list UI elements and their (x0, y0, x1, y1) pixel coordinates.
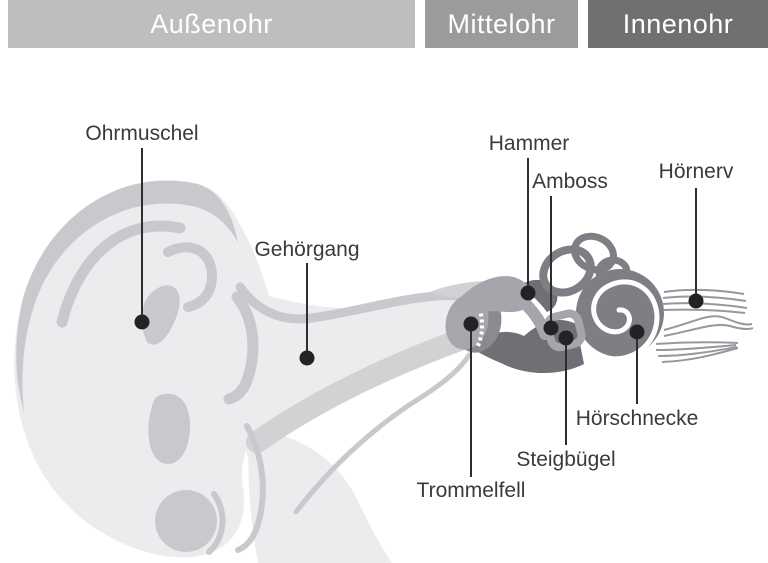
dot-gehoergang (299, 350, 315, 366)
helix-rim (16, 180, 238, 412)
malleus-shape (459, 276, 533, 313)
section-bar-aussenohr: Außenohr (8, 0, 415, 48)
annotation-leaders (141, 148, 697, 477)
label-hoernerv: Hörnerv (658, 160, 734, 183)
concha-teardrop (141, 285, 180, 345)
concha-hook (163, 242, 218, 312)
mid-fold-blob (148, 393, 191, 464)
dot-trommelfell (463, 316, 479, 332)
section-bar-innenohr: Innenohr (588, 0, 768, 48)
label-hoerschnecke: Hörschnecke (575, 407, 699, 430)
incus-shape (508, 289, 551, 340)
label-gehoergang: Gehörgang (254, 238, 360, 261)
lobe-notch-arc (235, 423, 266, 553)
label-hammer: Hammer (488, 132, 570, 155)
canal-ring-2 (571, 232, 617, 274)
earlobe-blob (155, 490, 217, 552)
label-ohrmuschel: Ohrmuschel (85, 122, 199, 145)
pinna-folds (16, 180, 515, 555)
canal-bottom-edge (293, 352, 472, 515)
cochlea-spiral (582, 279, 660, 362)
antihelix-curve (56, 220, 186, 328)
outer-ear-shapes (14, 180, 478, 563)
tragus-hook (223, 291, 259, 405)
cochlea-group (576, 269, 664, 362)
dot-ohrmuschel (134, 314, 150, 330)
label-amboss: Amboss (532, 170, 608, 193)
dot-hoernerv (688, 293, 704, 309)
dot-hammer (520, 285, 536, 301)
canal-top-edge (235, 282, 475, 324)
annotation-dots (134, 285, 704, 366)
canal-ring-1 (539, 245, 595, 297)
dot-hoerschnecke (629, 324, 645, 340)
ossicles-group (459, 276, 551, 340)
canal-mid-band (246, 323, 487, 453)
label-steigbuegel: Steigbügel (516, 448, 616, 471)
eardrum-feathering (472, 295, 484, 349)
dot-amboss (543, 320, 559, 336)
earlobe-arc (206, 491, 226, 555)
auditory-nerve-fibres (655, 288, 754, 363)
dot-steigbuegel (558, 330, 574, 346)
label-trommelfell: Trommelfell (416, 479, 526, 502)
section-bar-mittelohr: Mittelohr (425, 0, 578, 48)
lobe-tail-shape (248, 430, 392, 563)
